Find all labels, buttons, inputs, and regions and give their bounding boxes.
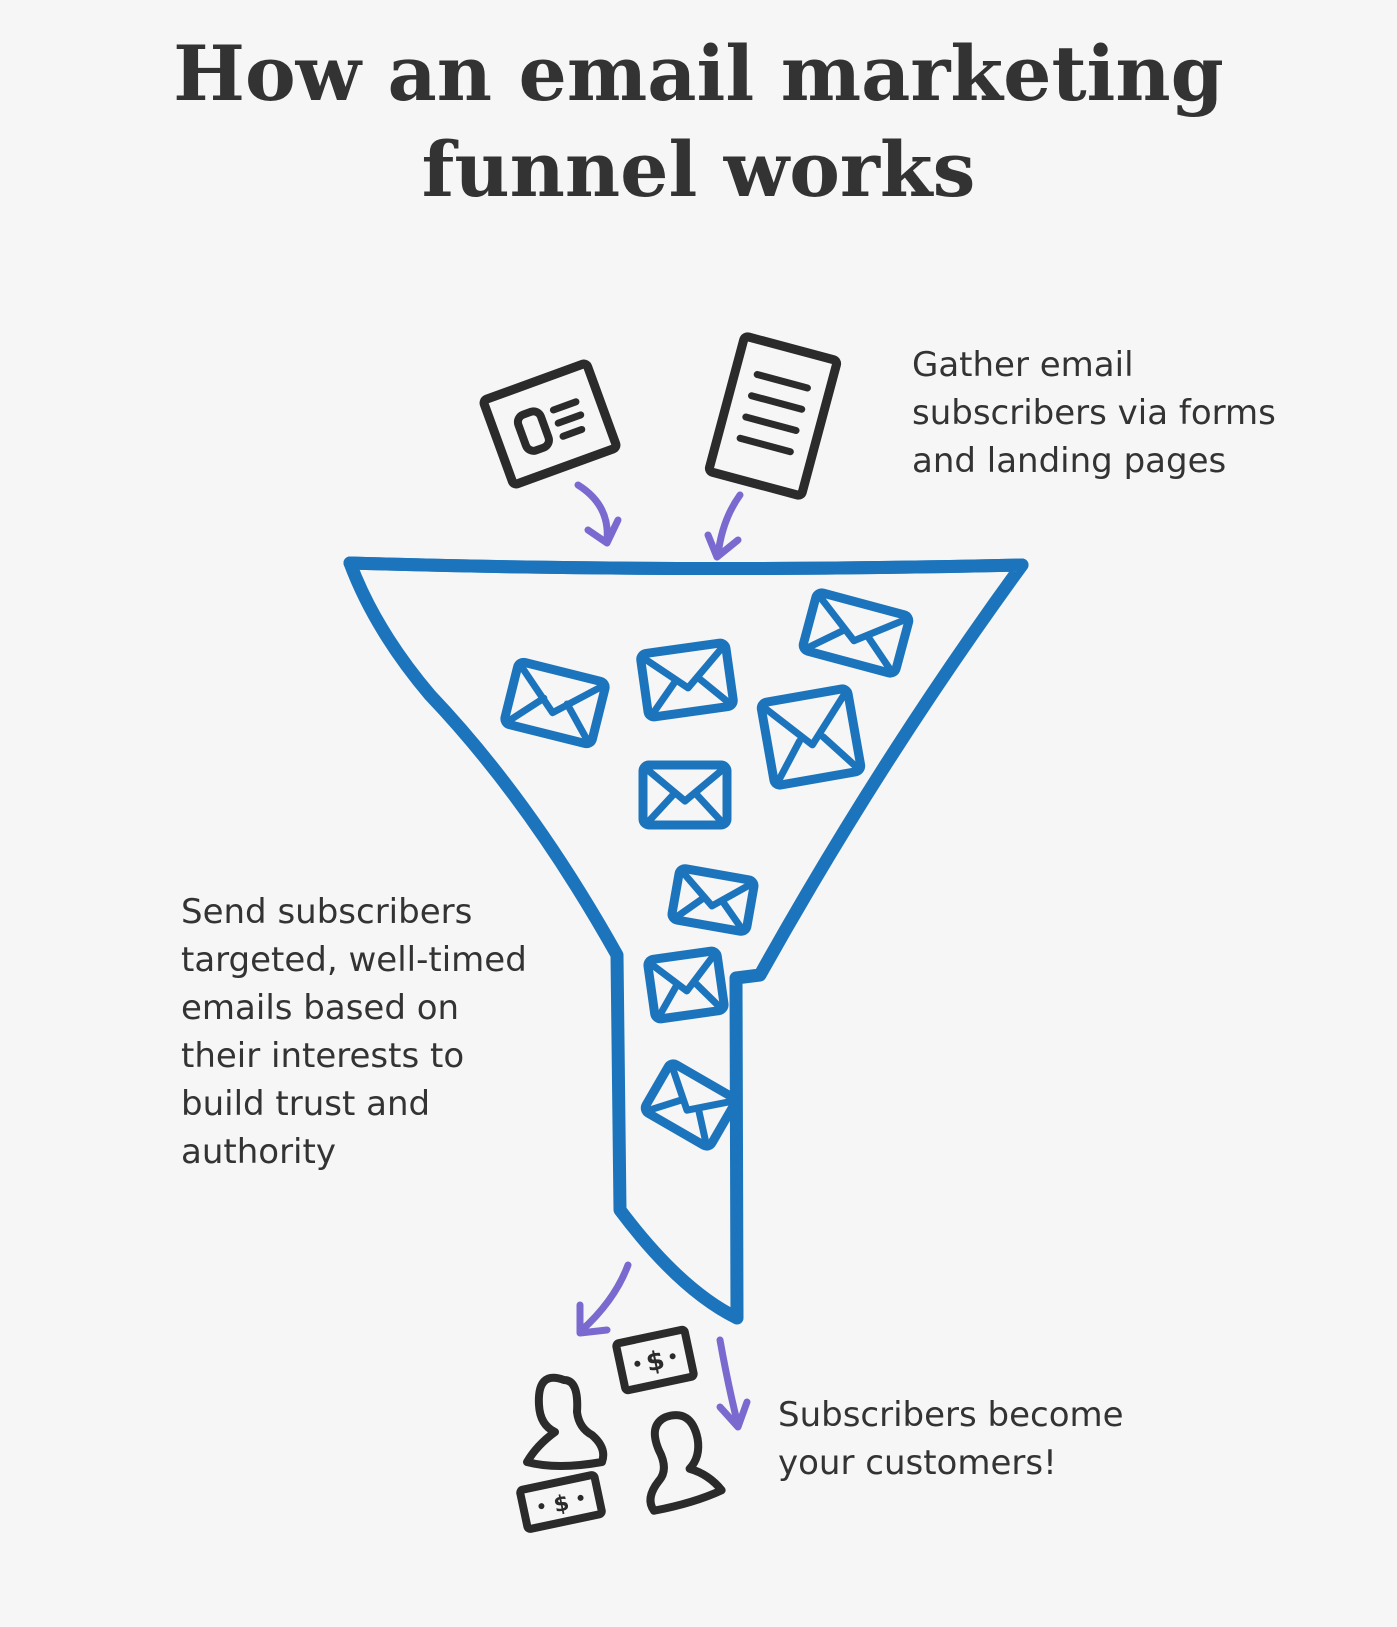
person-icon [523, 1373, 608, 1470]
form-icon [479, 359, 621, 489]
step-send-line: targeted, well-timed [181, 940, 527, 980]
envelope-icon [643, 946, 729, 1024]
step-gather-line: subscribers via forms [912, 393, 1276, 433]
step-send-line: authority [181, 1132, 336, 1172]
person-icon [646, 1411, 726, 1515]
arrow-icon [574, 481, 622, 547]
step-customers-line: your customers! [778, 1443, 1057, 1483]
step-gather-line: and landing pages [912, 441, 1227, 481]
envelope-icon [636, 638, 738, 722]
arrow-icon [716, 1336, 751, 1431]
envelope-icon [667, 864, 759, 936]
envelope-icon [500, 657, 610, 749]
dollar-bill-icon: $ [612, 1325, 698, 1395]
document-icon [704, 332, 842, 500]
svg-text:$: $ [643, 1345, 667, 1378]
title-line-1: How an email marketing [173, 29, 1224, 118]
envelope-icon [640, 1059, 740, 1151]
step-send-line: emails based on [181, 988, 460, 1028]
arrow-icon [704, 491, 744, 561]
step-customers-text: Subscribers become your customers! [778, 1391, 1198, 1487]
envelope-icon [756, 684, 866, 790]
step-send-line: Send subscribers [181, 892, 473, 932]
step-send-line: build trust and [181, 1084, 431, 1124]
dollar-bill-icon: $ [516, 1471, 606, 1533]
step-gather-text: Gather email subscribers via forms and l… [912, 341, 1332, 485]
svg-text:$: $ [551, 1491, 571, 1519]
title-line-2: funnel works [421, 125, 976, 214]
step-send-line: their interests to [181, 1036, 465, 1076]
envelope-icon [798, 588, 914, 678]
step-gather-line: Gather email [912, 345, 1134, 385]
step-send-text: Send subscribers targeted, well-timed em… [181, 888, 581, 1176]
arrow-icon [576, 1261, 632, 1337]
step-customers-line: Subscribers become [778, 1395, 1124, 1435]
funnel-rim [343, 556, 1029, 576]
page-title: How an email marketing funnel works [0, 26, 1397, 218]
envelope-icon [638, 760, 732, 830]
